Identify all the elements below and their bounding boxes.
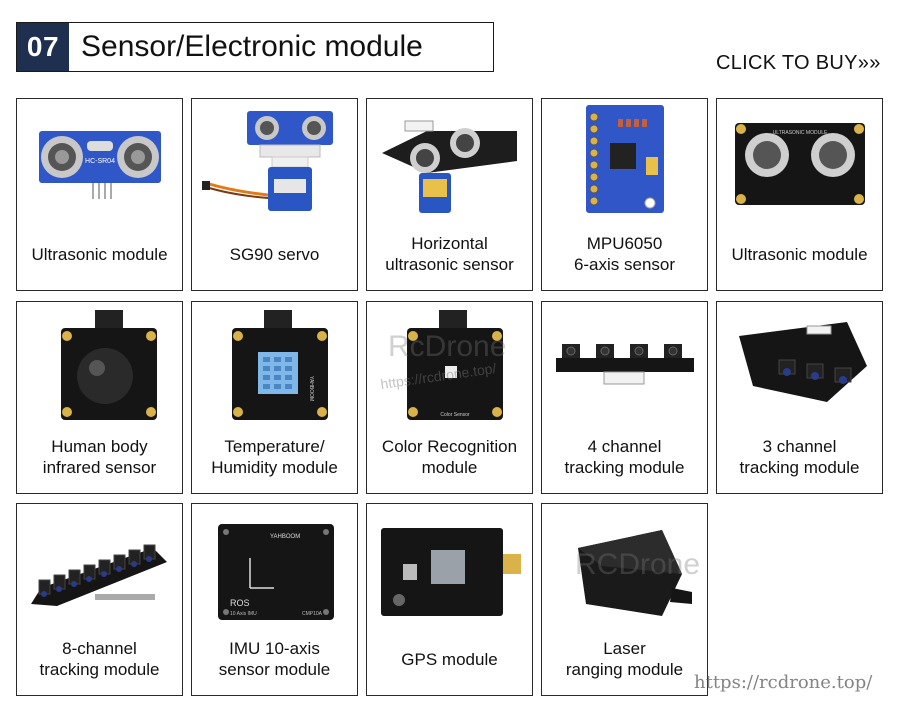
product-card[interactable]: YAHBOOM ROS 10 Axis IMU CMP10A IMU 10-ax…	[191, 503, 358, 696]
product-card[interactable]: Human body infrared sensor	[16, 301, 183, 494]
mpu6050-icon	[586, 105, 664, 213]
product-card[interactable]: HC-SR04 Ultrasonic module	[16, 98, 183, 291]
product-card[interactable]: Laser ranging module	[541, 503, 708, 696]
pcb-label: Color Sensor	[440, 412, 470, 418]
dht-sensor-icon: YAHBOOM	[232, 310, 328, 420]
horizontal-ultrasonic-icon	[382, 120, 517, 213]
ultrasonic-blue-icon: HC-SR04	[39, 131, 161, 199]
product-card[interactable]: Color Sensor Color Recognition module	[366, 301, 533, 494]
product-card[interactable]: ULTRASONIC MODULE Ultrasonic module	[716, 98, 883, 291]
product-label: MPU6050 6-axis sensor	[573, 234, 676, 274]
product-label: Temperature/ Humidity module	[211, 437, 338, 477]
imu-icon: YAHBOOM ROS 10 Axis IMU CMP10A	[218, 524, 334, 620]
product-card[interactable]: 4 channel tracking module	[541, 301, 708, 494]
tracking-3ch-icon	[739, 322, 867, 402]
product-label: 4 channel tracking module	[564, 437, 685, 477]
product-label: Human body infrared sensor	[42, 437, 157, 477]
tracking-4ch-icon	[556, 344, 694, 385]
click-to-buy-link[interactable]: CLICK TO BUY»»	[716, 52, 881, 74]
product-label: Color Recognition module	[381, 437, 518, 477]
product-label: Ultrasonic module	[731, 244, 868, 264]
tracking-8ch-icon	[31, 544, 167, 606]
pcb-label: ULTRASONIC MODULE	[773, 130, 828, 136]
pcb-label: YAHBOOM	[308, 376, 314, 401]
product-card[interactable]: MPU6050 6-axis sensor	[541, 98, 708, 291]
section-title: Sensor/Electronic module	[81, 30, 423, 63]
imu-label: ROS	[230, 598, 250, 608]
section-header: 07 Sensor/Electronic module	[16, 22, 494, 72]
product-label: Horizontal ultrasonic sensor	[385, 234, 514, 274]
product-card[interactable]: Horizontal ultrasonic sensor	[366, 98, 533, 291]
gps-icon	[381, 528, 521, 616]
product-label: Laser ranging module	[565, 639, 684, 679]
imu-brand: YAHBOOM	[270, 534, 300, 540]
laser-icon	[578, 530, 692, 616]
product-card[interactable]: GPS module	[366, 503, 533, 696]
product-card[interactable]: SG90 servo	[191, 98, 358, 291]
product-label: SG90 servo	[229, 244, 320, 264]
product-label: IMU 10-axis sensor module	[218, 639, 331, 679]
product-label: Ultrasonic module	[31, 244, 168, 264]
pcb-label: HC-SR04	[85, 158, 115, 165]
servo-icon	[202, 111, 333, 211]
product-label: 8-channel tracking module	[39, 639, 160, 679]
product-card[interactable]: 8-channel tracking module	[16, 503, 183, 696]
product-label: 3 channel tracking module	[739, 437, 860, 477]
imu-model: CMP10A	[302, 611, 323, 617]
section-number: 07	[17, 23, 69, 71]
ultrasonic-black-icon: ULTRASONIC MODULE	[735, 123, 865, 205]
pir-sensor-icon	[61, 310, 157, 420]
imu-sub: 10 Axis IMU	[230, 611, 257, 617]
footer-url: https://rcdrone.top/	[694, 672, 873, 693]
product-card[interactable]: 3 channel tracking module	[716, 301, 883, 494]
color-sensor-icon: Color Sensor	[407, 310, 503, 420]
product-label: GPS module	[401, 649, 498, 669]
product-card[interactable]: YAHBOOM Temperature/ Humidity module	[191, 301, 358, 494]
